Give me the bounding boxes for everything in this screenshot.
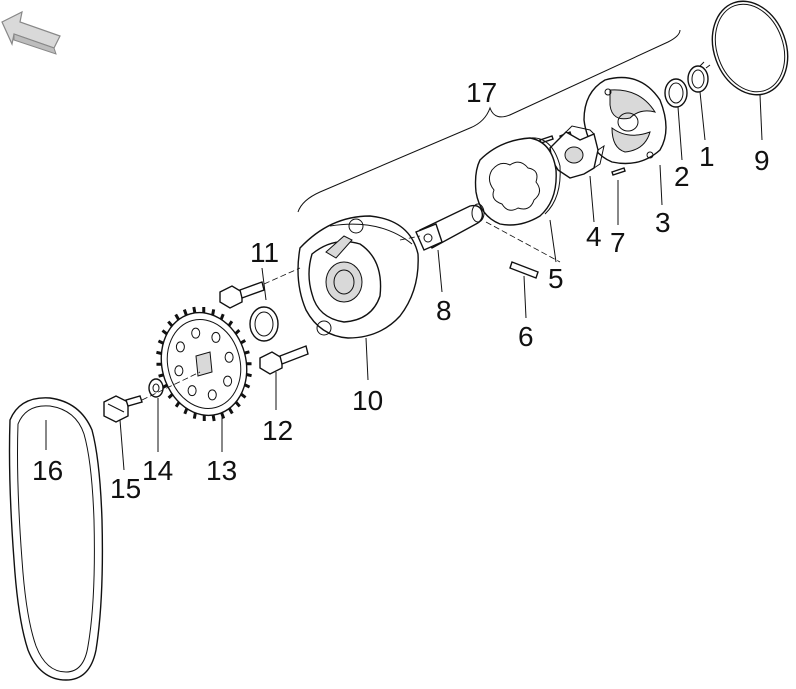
- sprocket-tooth: [240, 339, 247, 345]
- sprocket-tooth: [234, 329, 241, 335]
- sprocket-tooth: [157, 339, 164, 345]
- callout-16: 16: [32, 455, 63, 486]
- sprocket-tooth: [234, 401, 241, 408]
- part-16-drive-chain: [8, 397, 104, 681]
- sprocket-tooth: [192, 306, 197, 314]
- sprocket-tooth: [161, 329, 168, 336]
- callout-1: 1: [699, 141, 715, 172]
- part-6-drive-pin: [509, 261, 539, 279]
- sprocket-tooth: [244, 350, 250, 355]
- part-1-circlip: [687, 61, 711, 93]
- callout-12: 12: [262, 415, 293, 446]
- sprocket-hole: [191, 327, 201, 339]
- callout-2: 2: [674, 161, 690, 192]
- sprocket-tooth: [211, 414, 216, 422]
- sprocket-hole: [207, 389, 217, 401]
- sprocket-tooth: [240, 392, 247, 399]
- sprocket-hole: [224, 351, 234, 363]
- sprocket-tooth: [227, 320, 234, 327]
- part-8-pump-shaft: [415, 203, 485, 251]
- part-2-washer: [664, 78, 688, 108]
- sprocket-hole: [174, 365, 184, 377]
- sprocket-tooth: [211, 309, 216, 316]
- callout-10: 10: [352, 385, 383, 416]
- sprocket-hole: [175, 341, 185, 353]
- callout-17: 17: [466, 77, 497, 108]
- sprocket-tooth: [228, 407, 234, 415]
- sprocket-tooth: [167, 393, 174, 399]
- callout-8: 8: [436, 295, 452, 326]
- sprocket-tooth: [158, 373, 164, 378]
- part-11-seal-ring: [249, 306, 279, 342]
- part-3-cover-plate: [583, 76, 667, 165]
- sprocket-tooth: [219, 313, 225, 320]
- part-13-sprocket: [156, 306, 252, 422]
- assembly-bracket: [297, 29, 681, 213]
- callout-6: 6: [518, 321, 534, 352]
- part-11-bolt: [219, 281, 265, 309]
- callout-14: 14: [142, 455, 173, 486]
- callout-9: 9: [754, 145, 770, 176]
- part-4-inner-rotor: [549, 125, 605, 179]
- sprocket-tooth: [192, 412, 197, 419]
- sprocket-tooth: [220, 412, 226, 419]
- part-15-sprocket-bolt: [103, 395, 143, 423]
- sprocket-tooth: [156, 350, 162, 355]
- callout-15: 15: [110, 473, 141, 504]
- sprocket-tooth: [167, 320, 174, 327]
- part-5-outer-rotor: [474, 137, 561, 226]
- callout-7: 7: [610, 227, 626, 258]
- sprocket-tooth: [174, 313, 180, 321]
- part-12-bolt: [259, 345, 309, 375]
- callout-3: 3: [655, 207, 671, 238]
- part-10-pump-body: [297, 215, 419, 339]
- sprocket-tooth: [244, 383, 251, 389]
- callout-11: 11: [250, 237, 279, 268]
- part-14-washer: [148, 378, 164, 398]
- callout-13: 13: [206, 455, 237, 486]
- sprocket-hole: [211, 331, 221, 343]
- direction-arrow-icon: [1, 10, 61, 55]
- sprocket-tooth: [182, 309, 188, 316]
- sprocket-tooth: [183, 408, 189, 415]
- sprocket-hole: [187, 385, 197, 397]
- callout-5: 5: [548, 263, 564, 294]
- part-9-o-ring: [711, 0, 789, 96]
- sprocket-tooth: [246, 373, 252, 378]
- sprocket-tooth: [174, 401, 181, 408]
- sprocket-hole: [223, 375, 233, 387]
- callout-4: 4: [586, 221, 602, 252]
